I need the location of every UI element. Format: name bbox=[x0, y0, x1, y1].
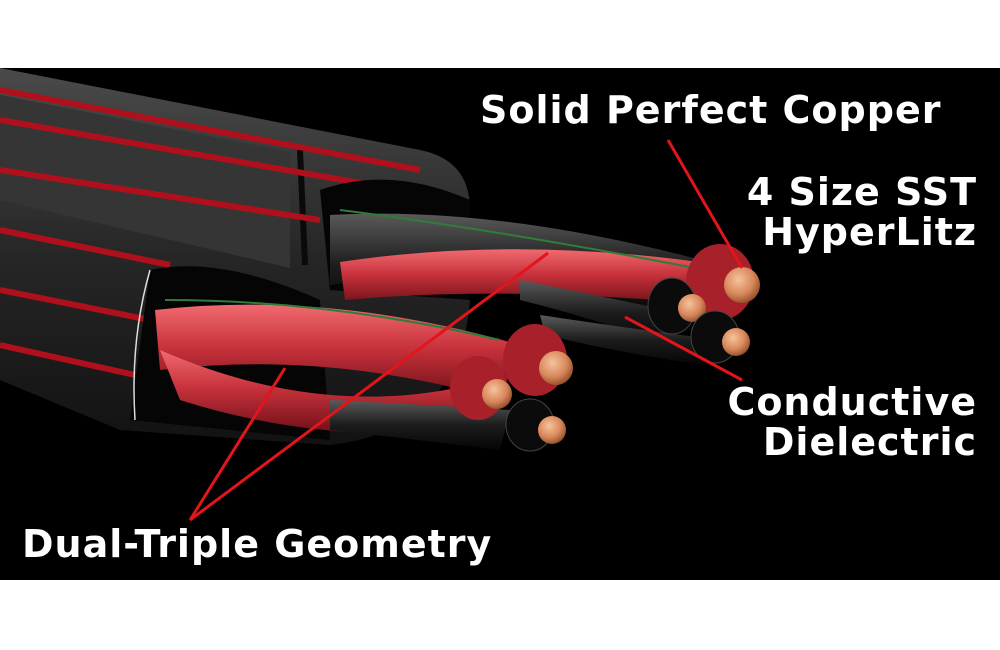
lower-red-copper-core-a bbox=[539, 351, 573, 385]
label-sst-line2: HyperLitz bbox=[762, 210, 977, 254]
label-conductive: Conductive bbox=[727, 380, 977, 424]
label-dielectric: Dielectric bbox=[763, 420, 977, 464]
lower-black-copper-core bbox=[538, 416, 566, 444]
upper-black-copper-core-b bbox=[722, 328, 750, 356]
upper-black-copper-core-a bbox=[678, 294, 706, 322]
label-dual-triple-geometry: Dual-Triple Geometry bbox=[22, 522, 492, 566]
leader-geometry-a bbox=[188, 367, 287, 521]
upper-red-copper-core bbox=[724, 267, 760, 303]
leader-solid-copper bbox=[666, 139, 744, 269]
label-solid-perfect-copper: Solid Perfect Copper bbox=[480, 88, 941, 132]
lower-red-copper-core-b bbox=[482, 379, 512, 409]
label-sst-line1: 4 Size SST bbox=[747, 170, 977, 214]
leader-dielectric bbox=[624, 315, 743, 382]
conductor-ends bbox=[450, 244, 760, 452]
leader-lines bbox=[188, 139, 744, 522]
leader-geometry-b bbox=[189, 251, 549, 522]
lower-conductor-group bbox=[155, 299, 520, 450]
